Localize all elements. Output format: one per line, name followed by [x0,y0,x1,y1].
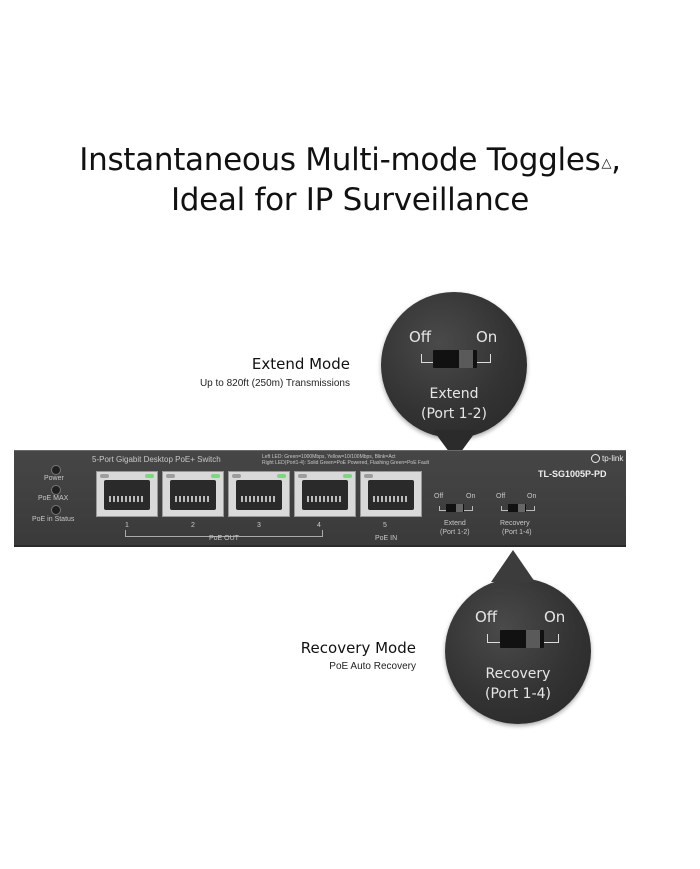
poe-in-status-led [51,505,61,515]
recovery-callout: Off On Recovery (Port 1-4) [445,550,591,724]
headline: Instantaneous Multi-mode Toggles△, Ideal… [0,140,700,220]
port-2-socket [170,480,216,510]
ethernet-port-3 [228,471,290,517]
extend-mode-title: Extend Mode [251,355,350,373]
port-number-3: 3 [257,522,261,529]
port-4-link-light [298,474,307,478]
extend-callout: Off On Extend (Port 1-2) [381,292,527,460]
recovery-switch-off-label: Off [496,493,506,500]
extend-callout-on-label: On [476,328,498,346]
headline-line-2: Ideal for IP Surveillance [170,182,530,218]
port-3-pins [241,496,277,502]
recovery-mode-subtitle: PoE Auto Recovery [329,661,416,672]
switch-device: 5-Port Gigabit Desktop PoE+ Switch Left … [14,450,626,547]
extend-switch-name: Extend [444,520,466,527]
port-5-pins [373,496,409,502]
led-legend-line-2: Right LED(Port1-4): Solid Green=PoE Powe… [262,460,430,466]
port-2-link-light [166,474,175,478]
port-number-4: 4 [317,522,321,529]
recovery-callout-name: Recovery [485,666,551,682]
recovery-callout-off-label: Off [475,608,498,626]
port-3-link-light [232,474,241,478]
poe-out-label: PoE OUT [209,535,239,542]
headline-line-1: Instantaneous Multi-mode Toggles△, [79,142,621,178]
extend-callout-name: Extend [429,386,479,402]
port-number-1: 1 [125,522,129,529]
poe-max-led [51,485,61,495]
port-1-poe-light [145,474,154,478]
recovery-callout-toggle-knob [526,630,540,648]
recovery-mode-title: Recovery Mode [300,639,416,657]
model-label: TL-SG1005P-PD [538,469,607,479]
port-5-link-light [364,474,373,478]
port-5-socket [368,480,414,510]
recovery-switch-name: Recovery [500,520,530,527]
poe-max-led-label: PoE MAX [38,495,69,502]
tp-link-logo-icon [591,454,600,463]
recovery-callout-toggle [500,630,544,648]
extend-callout-off-label: Off [409,328,432,346]
port-4-pins [307,496,343,502]
port-1-pins [109,496,145,502]
ethernet-port-2 [162,471,224,517]
recovery-callout-tail [491,550,535,582]
poe-out-bracket [125,530,323,537]
recovery-switch-toggle[interactable] [508,504,526,512]
ethernet-port-1 [96,471,158,517]
port-3-poe-light [277,474,286,478]
recovery-switch-on-label: On [527,493,537,500]
port-1-socket [104,480,150,510]
port-number-2: 2 [191,522,195,529]
poe-in-label: PoE IN [375,535,398,542]
port-1-link-light [100,474,109,478]
product-line-label: 5-Port Gigabit Desktop PoE+ Switch [92,455,221,464]
extend-callout-ports: (Port 1-2) [421,406,487,422]
ethernet-port-4 [294,471,356,517]
extend-switch-toggle[interactable] [446,504,464,512]
port-4-socket [302,480,348,510]
extend-switch-ports: (Port 1-2) [440,529,470,536]
extend-switch-off-label: Off [434,493,444,500]
port-2-poe-light [211,474,220,478]
port-4-poe-light [343,474,352,478]
recovery-switch-ports: (Port 1-4) [502,529,532,536]
port-number-5: 5 [383,522,387,529]
poe-in-status-led-label: PoE in Status [32,516,75,523]
port-3-socket [236,480,282,510]
port-2-pins [175,496,211,502]
recovery-callout-on-label: On [544,608,566,626]
extend-switch-knob [456,504,463,512]
extend-mode-subtitle: Up to 820ft (250m) Transmissions [199,378,350,389]
ethernet-port-5 [360,471,422,517]
recovery-callout-ports: (Port 1-4) [485,686,551,702]
extend-callout-toggle [433,350,477,368]
footnote-mark: △ [601,156,612,171]
extend-callout-toggle-knob [459,350,473,368]
extend-switch-on-label: On [466,493,476,500]
power-led [51,465,61,475]
recovery-switch-knob [518,504,525,512]
brand-label: tp-link [602,454,624,463]
power-led-label: Power [44,475,64,482]
led-legend-line-1: Left LED: Green=1000Mbps, Yellow=10/100M… [262,454,396,460]
